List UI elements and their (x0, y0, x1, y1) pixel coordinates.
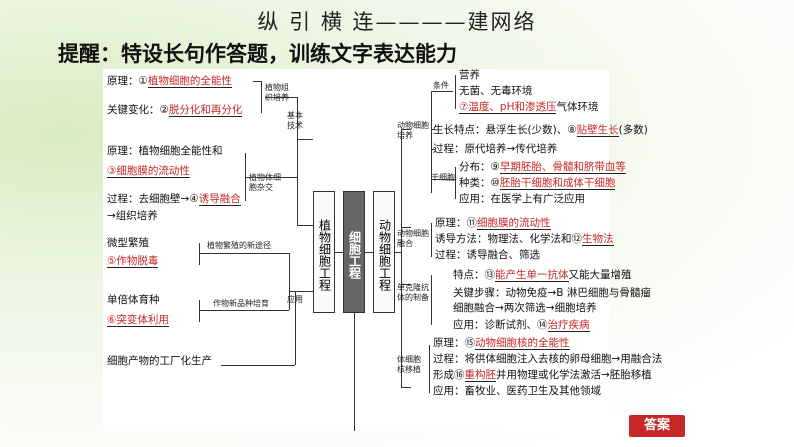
nuclear-principle: 原理：⑮动物细胞核的全能性 (433, 337, 570, 350)
fusion-process: 过程：去细胞壁→④诱导融合 (107, 193, 241, 206)
somatic-hybrid-label: 植物体细胞杂交 (249, 173, 281, 192)
stem-cell-label: 干细胞 (431, 173, 455, 182)
monoclonal-steps-1: 关键步骤：动物免疫→B 淋巴细胞与骨髓瘤 (453, 287, 651, 299)
monoclonal-features: 特点：⑬能产生单一抗体又能大量增殖 (453, 269, 632, 282)
page-title: 纵 引 横 连————建网络 (257, 10, 537, 34)
tissue-culture-label: 植物组织培养 (265, 83, 289, 102)
new-variety-label: 作物新品种培育 (213, 299, 269, 308)
basic-tech-label: 基本技术 (287, 111, 303, 130)
micro-propagation-answer: ⑤作物脱毒 (107, 255, 159, 268)
growth-features: 生长特点：悬浮生长(少数)、⑧贴壁生长(多数) (433, 124, 648, 137)
fusion-induction: 诱导方法：物理法、化学法和⑫生物法 (435, 233, 614, 246)
concept-map-panel: 原理：①植物细胞的全能性 关键变化：②脱分化和再分化 植物组织培养 基本技术 原… (103, 69, 662, 431)
fusion-process-animal: 过程：诱导融合、筛选 (435, 249, 540, 261)
fusion-process-tail: →组织培养 (107, 210, 158, 222)
new-propagation-label: 植物繁殖的新途径 (207, 241, 271, 250)
nutrition: 营养 (459, 69, 480, 81)
monoclonal-application: 应用：诊断试剂、⑭治疗疾病 (453, 319, 590, 332)
fusion-principle-animal: 原理：⑪细胞膜的流动性 (435, 217, 551, 230)
conditions-label: 条件 (433, 81, 449, 90)
monoclonal-label: 单克隆抗体的制备 (397, 283, 429, 302)
fusion-principle: 原理：植物细胞全能性和 (107, 145, 223, 157)
micro-propagation: 微型繁殖 (107, 237, 149, 249)
nuclear-process: 过程：将供体细胞注入去核的卵母细胞→用融合法 (433, 353, 663, 365)
animal-culture-label: 动物细胞培养 (397, 121, 429, 140)
cell-product: 细胞产物的工厂化生产 (107, 355, 212, 367)
stem-cell-distribution: 分布：⑨早期胚胎、骨髓和脐带血等 (459, 161, 626, 174)
nuclear-transfer-label: 体细胞核移植 (397, 355, 421, 374)
haploid-breeding: 单倍体育种 (107, 294, 160, 306)
cell-engineering-box: 细胞工程 (343, 191, 365, 313)
plant-key-change: 关键变化：②脱分化和再分化 (107, 104, 243, 117)
animal-cell-engineering-box: 动物细胞工程 (373, 191, 395, 313)
temp-ph-osmotic: ⑦温度、pH和渗透压气体环境 (459, 101, 599, 114)
culture-process: 过程：原代培养→传代培养 (433, 143, 558, 155)
answer-button[interactable]: 答案 (629, 415, 685, 437)
nuclear-application: 应用：畜牧业、医药卫生及其他领域 (433, 385, 601, 397)
stem-cell-types: 种类：⑩胚胎干细胞和成体干细胞 (459, 177, 616, 190)
hint-text: 提醒：特设长句作答题，训练文字表达能力 (58, 42, 457, 66)
sterile-env: 无菌、无毒环境 (459, 85, 533, 97)
nuclear-formation: 形成⑯重构胚并用物理或化学法激活→胚胎移植 (433, 369, 652, 382)
plant-cell-engineering-box: 植物细胞工程 (313, 191, 335, 313)
plant-principle: 原理：①植物细胞的全能性 (107, 75, 232, 88)
stem-cell-application: 应用：在医学上有广泛应用 (459, 193, 585, 205)
animal-fusion-label: 动物细胞融合 (397, 229, 429, 248)
monoclonal-steps-2: 细胞融合→两次筛选→细胞培养 (453, 302, 597, 314)
fusion-principle-answer: ③细胞膜的流动性 (107, 165, 190, 178)
haploid-breeding-answer: ⑥突变体利用 (107, 314, 169, 327)
